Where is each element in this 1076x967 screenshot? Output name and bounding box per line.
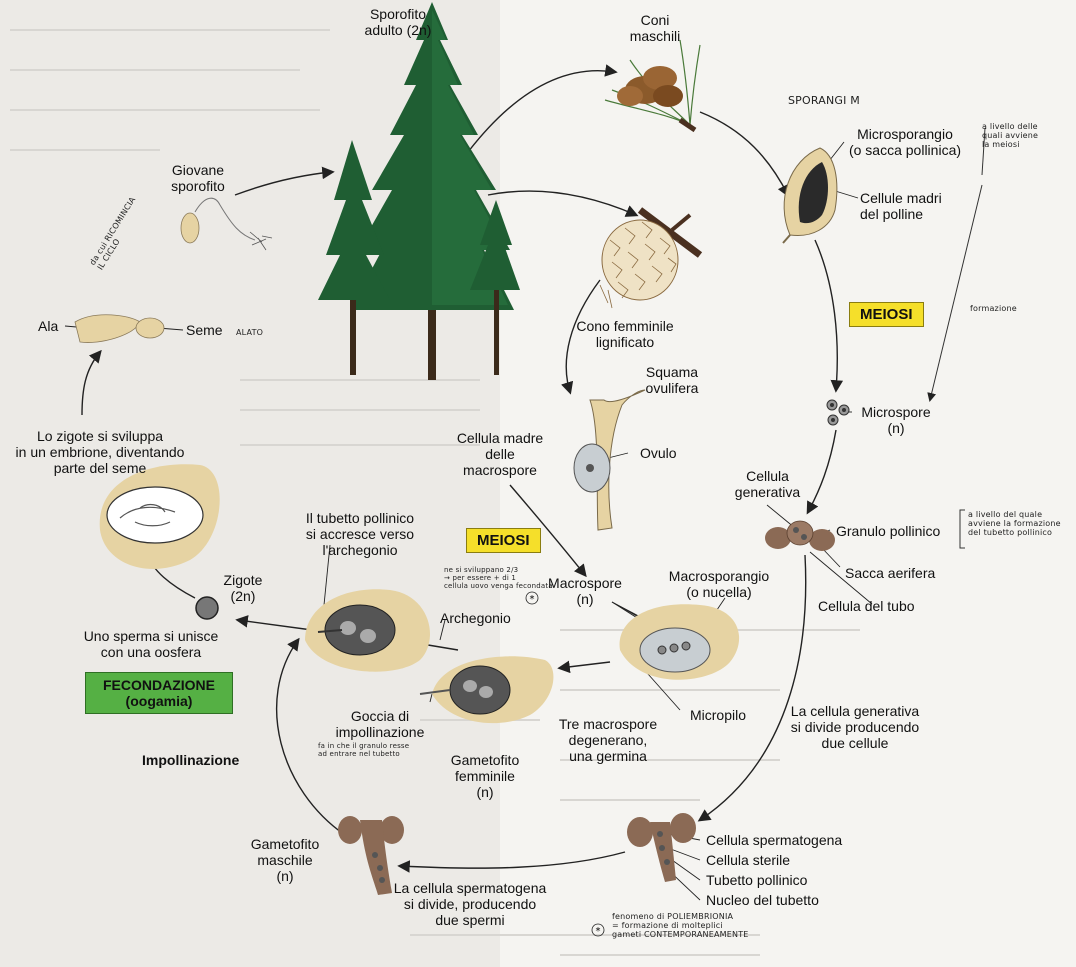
- note-alato: ALATO: [236, 328, 264, 337]
- male-cones-image: [604, 39, 701, 133]
- label-macrosporangio: Macrosporangio (o nucella): [668, 568, 770, 600]
- male-gametophyte-image: [338, 816, 404, 895]
- label-cellule-madri: Cellule madri del polline: [860, 190, 942, 222]
- label-giovane-sporofito: Giovane sporofito: [171, 162, 225, 194]
- note-sviluppano: ne si sviluppano 2/3 → per essere + di 1…: [444, 566, 553, 590]
- meiosi-box-2: MEIOSI: [466, 528, 541, 553]
- brackets: [959, 127, 986, 549]
- label-sacca-aerifera: Sacca aerifera: [845, 565, 936, 581]
- ovuliferous-scale-image: [573, 389, 646, 531]
- pollen-tube-structure-image: [627, 813, 696, 882]
- label-coni-maschili: Coni maschili: [629, 12, 681, 44]
- label-ala: Ala: [38, 318, 59, 334]
- label-granulo-pollinico: Granulo pollinico: [836, 523, 941, 539]
- label-zigote: Zigote (2n): [223, 572, 263, 604]
- note-livello-meiosi: a livello delle quali avviene la meiosi: [982, 122, 1039, 149]
- label-gametofito-maschile: Gametofito maschile (n): [250, 836, 320, 884]
- label-cellula-spermatogena: Cellula spermatogena: [706, 832, 843, 848]
- label-microspore: Microspore (n): [861, 404, 931, 436]
- embryo-seed-image: [99, 464, 220, 569]
- label-ovulo: Ovulo: [640, 445, 677, 461]
- female-cone-image: [599, 207, 703, 309]
- pollen-grain-image: [765, 520, 835, 551]
- fecondazione-box: FECONDAZIONE (oogamia): [85, 672, 233, 714]
- label-macrospore: Macrospore (n): [548, 575, 622, 607]
- young-sporophyte-image: [180, 197, 273, 251]
- note-sporangi: SPORANGI M: [788, 94, 860, 107]
- label-cellula-tubo: Cellula del tubo: [818, 598, 915, 614]
- pollen-tube-archegonium-image: [305, 589, 430, 672]
- handwritten-arrows: [927, 184, 983, 402]
- microsporangium-image: [782, 147, 838, 244]
- svg-text:*: *: [596, 926, 601, 937]
- label-sperma-unisce: Uno sperma si unisce con una oosfera: [83, 628, 219, 660]
- winged-seed-image: [74, 314, 165, 343]
- label-gametofito-femminile: Gametofito femminile (n): [450, 752, 520, 800]
- label-nucleo-tubetto: Nucleo del tubetto: [706, 892, 819, 908]
- zygote-image: [195, 596, 219, 620]
- note-goccia: fa in che il granulo resse ad entrare ne…: [318, 742, 410, 758]
- label-zigote-sviluppa: Lo zigote si sviluppa in un embrione, di…: [15, 428, 185, 476]
- label-generativa-divide: La cellula generativa si divide producen…: [790, 703, 920, 751]
- microspores-image: [826, 399, 850, 426]
- label-tubetto-accresce: Il tubetto pollinico si accresce verso l…: [305, 510, 415, 558]
- label-squama: Squama ovulifera: [645, 364, 699, 396]
- meiosi-box-1: MEIOSI: [849, 302, 924, 327]
- label-seme: Seme: [186, 322, 223, 338]
- label-sporofito-adulto: Sporofito adulto (2n): [364, 6, 432, 38]
- label-archegonio: Archegonio: [440, 610, 511, 626]
- label-spermatogena-divide: La cellula spermatogena si divide, produ…: [393, 880, 547, 928]
- label-micropilo: Micropilo: [690, 707, 747, 723]
- label-cellula-sterile: Cellula sterile: [706, 852, 791, 868]
- note-poliembrionia: fenomeno di POLIEMBRIONIA = formazione d…: [612, 912, 749, 939]
- asterisk-marks: * *: [525, 591, 605, 937]
- label-cellula-generativa: Cellula generativa: [734, 468, 801, 500]
- label-goccia: Goccia di impollinazione: [335, 708, 425, 740]
- label-cellula-madre-macro: Cellula madre delle macrospore: [456, 430, 544, 478]
- female-gametophyte-image: [419, 656, 554, 724]
- svg-text:*: *: [530, 594, 535, 605]
- label-microsporangio: Microsporangio (o sacca pollinica): [848, 126, 962, 158]
- macrosporangium-image: [619, 604, 740, 680]
- adult-sporophyte-tree: [318, 2, 520, 380]
- note-livello-tubetto: a livello del quale avviene la formazion…: [968, 510, 1061, 537]
- label-cono-femminile: Cono femminile lignificato: [576, 318, 674, 350]
- label-tre-macrospore: Tre macrospore degenerano, una germina: [558, 716, 658, 764]
- label-impollinazione: Impollinazione: [142, 752, 240, 768]
- note-formazione: formazione: [970, 304, 1017, 313]
- label-tubetto-pollinico: Tubetto pollinico: [706, 872, 808, 888]
